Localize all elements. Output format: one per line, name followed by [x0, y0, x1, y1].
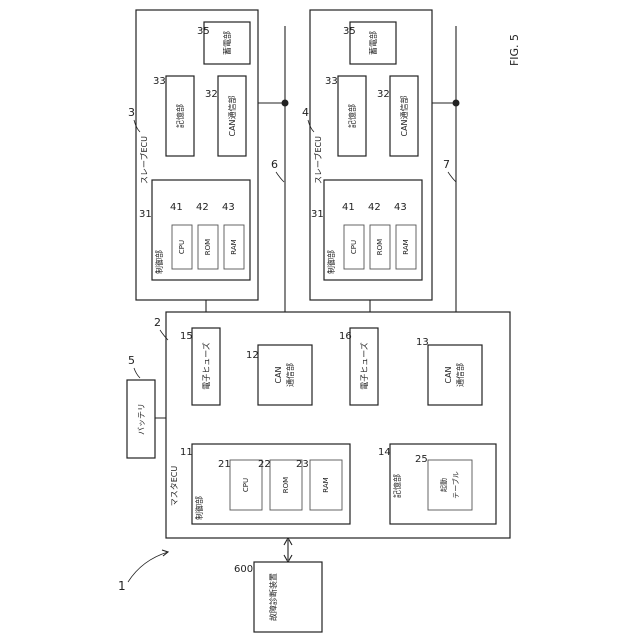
can-comm-13 — [428, 345, 482, 405]
table-25-ref: 25 — [415, 454, 428, 465]
bus-7-ref: 7 — [443, 158, 450, 171]
fuse-15-ref: 15 — [180, 331, 193, 342]
fuse-16-label: 電子ヒューズ — [359, 342, 369, 390]
rom-22-ref: 22 — [258, 459, 271, 470]
ram-ref-b: 43 — [394, 202, 407, 213]
ram-23-label: RAM — [322, 477, 330, 492]
battery-leader — [134, 368, 140, 378]
can-comm-label-b: CAN通信部 — [399, 95, 409, 136]
junction-bus7 — [453, 100, 460, 107]
slave-ecu-4-ref: 4 — [302, 106, 309, 119]
power-storage-ref-b: 35 — [343, 26, 356, 37]
storage-label-b: 記憶部 — [347, 104, 357, 128]
table-line2: テーブル — [451, 471, 460, 499]
rom-ref-b: 42 — [368, 202, 381, 213]
control-label-b: 制御部 — [326, 250, 336, 274]
ram-23-ref: 23 — [296, 459, 309, 470]
junction-bus6 — [282, 100, 289, 107]
battery: バッテリ 5 — [127, 354, 155, 458]
slave-ecu-3-label: スレーブECU — [139, 136, 149, 184]
battery-label: バッテリ — [137, 403, 146, 435]
slave-ecu-4: スレーブECU 4 蓄電部 35 記憶部 33 CAN通信部 32 制御部 31… — [302, 10, 432, 300]
control-11-label: 制御部 — [194, 496, 204, 520]
diagnostic-device-box — [254, 562, 322, 632]
can13-line2: 通信部 — [455, 363, 465, 387]
cpu-label-b: CPU — [350, 240, 358, 254]
cpu-21-label: CPU — [242, 478, 250, 492]
control-11-ref: 11 — [180, 447, 193, 458]
ram-label-b: RAM — [402, 239, 410, 254]
system-ref-leader — [128, 552, 168, 582]
master-ecu-label: マスタECU — [170, 466, 179, 507]
bus-6-ref: 6 — [271, 158, 278, 171]
slave-ecu-3-ref: 3 — [128, 106, 135, 119]
bus-6-leader — [276, 172, 284, 182]
battery-ref: 5 — [128, 354, 135, 367]
fuse-16-ref: 16 — [339, 331, 352, 342]
storage-14-label: 記憶部 — [392, 474, 402, 498]
rom-ref-a: 42 — [196, 202, 209, 213]
slave-ecu-3: スレーブECU 3 蓄電部 35 記憶部 33 CAN通信部 32 制御部 31… — [128, 10, 258, 300]
startup-table-25 — [428, 460, 472, 510]
master-ecu: マスタECU 2 電子ヒューズ 15 CAN 通信部 12 電子ヒューズ 16 … — [154, 312, 510, 538]
can-comm-ref-a: 32 — [205, 89, 218, 100]
control-ref-b: 31 — [311, 209, 324, 220]
rom-label-b: ROM — [376, 239, 384, 255]
power-storage-label-a: 蓄電部 — [222, 31, 232, 55]
cpu-ref-b: 41 — [342, 202, 355, 213]
can-comm-ref-b: 32 — [377, 89, 390, 100]
can-comm-label-a: CAN通信部 — [227, 95, 237, 136]
can12-ref: 12 — [246, 350, 259, 361]
cpu-label-a: CPU — [178, 240, 186, 254]
rom-label-a: ROM — [204, 239, 212, 255]
ram-label-a: RAM — [230, 239, 238, 254]
cpu-21-ref: 21 — [218, 459, 231, 470]
can12-line1: CAN — [274, 366, 283, 383]
ram-ref-a: 43 — [222, 202, 235, 213]
rom-22-label: ROM — [282, 477, 290, 493]
figure-label: FIG. 5 — [508, 34, 521, 66]
power-storage-ref-a: 35 — [197, 26, 210, 37]
can-comm-12 — [258, 345, 312, 405]
slave-ecu-4-label: スレーブECU — [313, 136, 323, 184]
table-line1: 起動 — [439, 478, 448, 492]
bus-7-leader — [448, 172, 456, 182]
storage-label-a: 記憶部 — [175, 104, 185, 128]
cpu-ref-a: 41 — [170, 202, 183, 213]
can13-line1: CAN — [444, 366, 453, 383]
diagnostic-device-ref: 600 — [234, 564, 253, 575]
diagnostic-device: 故障診断装置 600 — [234, 562, 322, 632]
fuse-15-label: 電子ヒューズ — [201, 342, 211, 390]
control-label-a: 制御部 — [154, 250, 164, 274]
control-ref-a: 31 — [139, 209, 152, 220]
master-ecu-ref: 2 — [154, 316, 161, 329]
can13-ref: 13 — [416, 337, 429, 348]
power-storage-label-b: 蓄電部 — [368, 31, 378, 55]
storage-14-ref: 14 — [378, 447, 391, 458]
storage-ref-b: 33 — [325, 76, 338, 87]
diagnostic-device-label: 故障診断装置 — [268, 573, 278, 621]
system-ref: 1 — [118, 579, 126, 593]
storage-ref-a: 33 — [153, 76, 166, 87]
can12-line2: 通信部 — [285, 363, 295, 387]
